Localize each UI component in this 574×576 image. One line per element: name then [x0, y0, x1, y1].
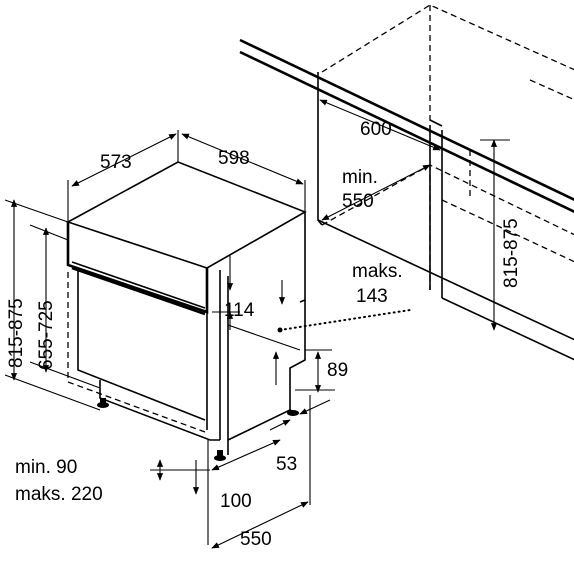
dimension-lines: [4, 99, 510, 549]
dim-body-height: 655-725: [36, 300, 57, 370]
dim-maks-220: maks. 220: [15, 484, 103, 505]
dim-min-90: min. 90: [15, 457, 77, 478]
dim-min-label: min.: [342, 167, 378, 188]
dim-600: 600: [360, 119, 392, 140]
dim-550-front: 550: [240, 529, 272, 550]
dim-550-niche: 550: [342, 191, 374, 212]
dim-89: 89: [327, 360, 348, 381]
dim-573: 573: [100, 152, 132, 173]
dim-114: 114: [224, 300, 255, 321]
dim-143: 143: [356, 286, 388, 307]
dim-53: 53: [276, 454, 297, 475]
dim-maks-label: maks.: [352, 261, 403, 282]
dim-100: 100: [220, 491, 252, 512]
dimension-labels: 573 598 600 min. 550 815-875 815-875 655…: [6, 119, 522, 550]
dim-598: 598: [218, 148, 250, 169]
dim-niche-height: 815-875: [501, 218, 522, 288]
niche-outline: [239, 4, 574, 361]
dishwasher-body: [65, 161, 307, 461]
dim-total-height: 815-875: [6, 298, 27, 368]
